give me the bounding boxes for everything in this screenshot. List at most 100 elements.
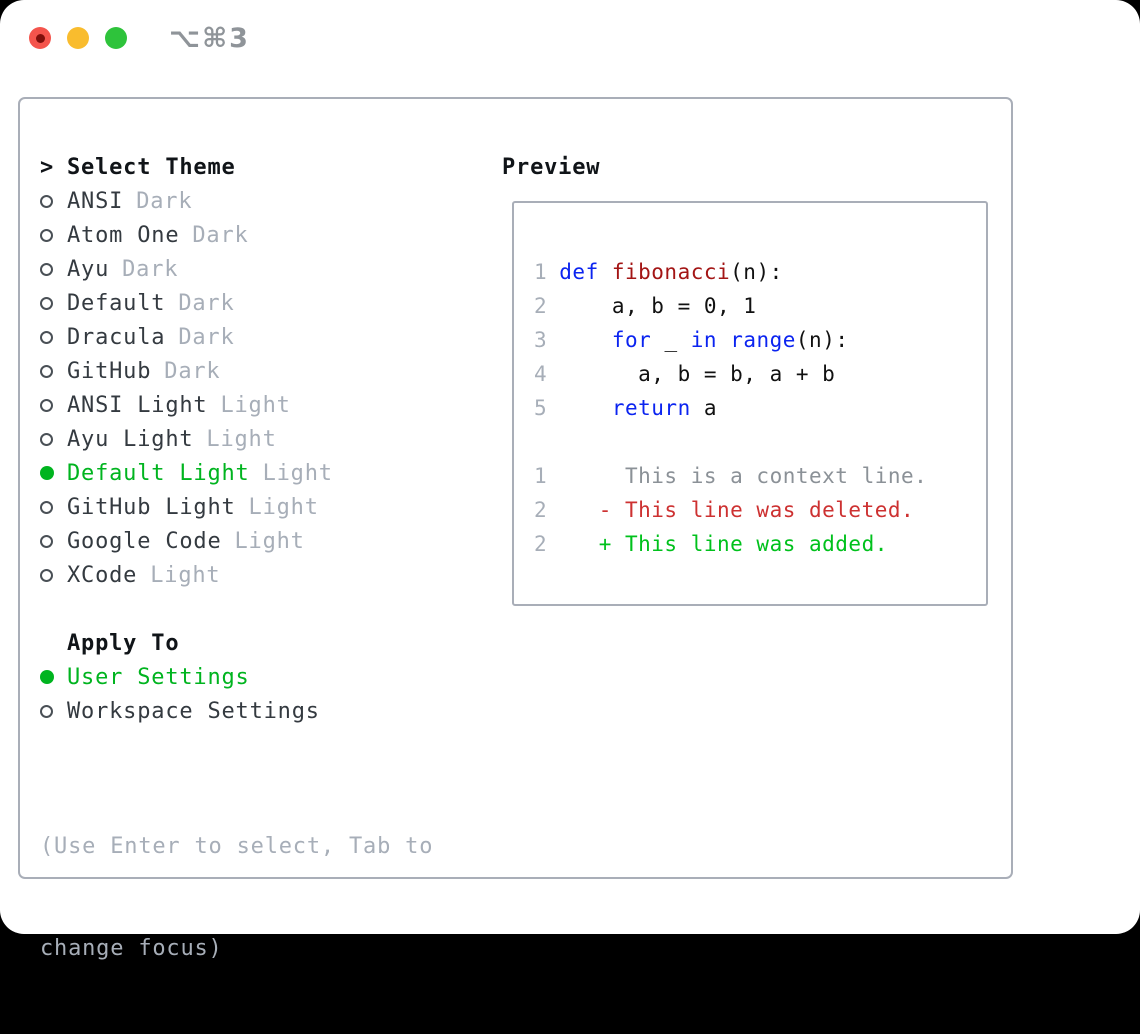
code-line: 1 This is a context line. bbox=[534, 459, 927, 493]
select-theme-title: Select Theme bbox=[67, 154, 236, 180]
code-segment-keyword: in bbox=[690, 328, 718, 352]
hint-line-2: change focus) bbox=[40, 936, 223, 961]
code-content: for _ in range(n): bbox=[559, 328, 848, 352]
code-segment-keyword: def bbox=[559, 260, 612, 284]
radio-unselected-icon bbox=[40, 194, 53, 208]
code-line: 5 return a bbox=[534, 391, 927, 425]
preview-title: Preview bbox=[502, 154, 601, 180]
variant-tag: Dark bbox=[178, 324, 235, 350]
apply-to-title: Apply To bbox=[67, 630, 180, 656]
option-label: User Settings bbox=[67, 664, 250, 690]
code-line: 2 a, b = 0, 1 bbox=[534, 289, 927, 323]
code-line: 3 for _ in range(n): bbox=[534, 323, 927, 357]
theme-option-ansi[interactable]: ANSI Dark bbox=[40, 184, 433, 218]
variant-tag: Light bbox=[234, 528, 305, 554]
theme-option-ayu[interactable]: Ayu Dark bbox=[40, 252, 433, 286]
code-segment-function: fibonacci bbox=[611, 260, 731, 284]
close-button[interactable] bbox=[29, 27, 51, 49]
radio-cell bbox=[40, 398, 67, 412]
radio-unselected-icon bbox=[40, 432, 53, 446]
code-line: 4 a, b = b, a + b bbox=[534, 357, 927, 391]
option-label: Dracula bbox=[67, 324, 166, 350]
code-segment-plain: a, b = b, a + b bbox=[559, 362, 836, 386]
line-number: 5 bbox=[534, 396, 548, 420]
code-segment-keyword: for bbox=[611, 328, 652, 352]
code-segment-plain: (n): bbox=[730, 260, 783, 284]
spacer bbox=[40, 728, 433, 762]
line-number: 1 bbox=[534, 464, 548, 488]
code-segment-added: + This line was added. bbox=[559, 532, 888, 556]
code-segment-plain: a, b = 0, 1 bbox=[559, 294, 757, 318]
radio-cell bbox=[40, 568, 67, 582]
line-number: 2 bbox=[534, 294, 548, 318]
spacer bbox=[40, 592, 433, 626]
code-segment-plain: _ bbox=[651, 328, 691, 352]
radio-unselected-icon bbox=[40, 500, 53, 514]
radio-cell bbox=[40, 262, 67, 276]
variant-tag: Light bbox=[220, 392, 291, 418]
theme-option-google-code[interactable]: Google Code Light bbox=[40, 524, 433, 558]
option-label: Google Code bbox=[67, 528, 222, 554]
apply-option-user-settings[interactable]: User Settings bbox=[40, 660, 433, 694]
code-segment-context: This is a context line. bbox=[559, 464, 928, 488]
theme-option-xcode[interactable]: XCode Light bbox=[40, 558, 433, 592]
apply-option-workspace-settings[interactable]: Workspace Settings bbox=[40, 694, 433, 728]
theme-option-dracula[interactable]: Dracula Dark bbox=[40, 320, 433, 354]
hint-line-1: (Use Enter to select, Tab to bbox=[40, 834, 434, 859]
line-number: 1 bbox=[534, 260, 548, 284]
radio-unselected-icon bbox=[40, 534, 53, 548]
variant-tag: Dark bbox=[122, 256, 179, 282]
radio-cell bbox=[40, 296, 67, 310]
code-segment-plain: a bbox=[690, 396, 718, 420]
code-content: This is a context line. bbox=[559, 464, 927, 488]
variant-tag: Dark bbox=[136, 188, 193, 214]
titlebar: ⌥⌘3 bbox=[0, 0, 1140, 97]
variant-tag: Dark bbox=[192, 222, 249, 248]
traffic-lights bbox=[29, 27, 127, 49]
code-content: + This line was added. bbox=[559, 532, 888, 556]
radio-unselected-icon bbox=[40, 568, 53, 582]
radio-cell bbox=[40, 364, 67, 378]
hint-text: (Use Enter to select, Tab to change focu… bbox=[40, 762, 433, 1034]
code-segment-plain: (n): bbox=[795, 328, 849, 352]
radio-unselected-icon bbox=[40, 262, 53, 276]
radio-unselected-icon bbox=[40, 296, 53, 310]
radio-selected-icon bbox=[40, 670, 54, 684]
select-theme-header: > Select Theme bbox=[40, 150, 433, 184]
window-shortcut-label: ⌥⌘3 bbox=[169, 23, 250, 54]
code-content: return a bbox=[559, 396, 717, 420]
option-label: Default Light bbox=[67, 460, 250, 486]
code-line: 2 + This line was added. bbox=[534, 527, 927, 561]
apply-to-header: Apply To bbox=[40, 626, 433, 660]
option-label: Ayu Light bbox=[67, 426, 194, 452]
code-content: a, b = b, a + b bbox=[559, 362, 835, 386]
code-content: def fibonacci(n): bbox=[559, 260, 782, 284]
option-label: ANSI bbox=[67, 188, 124, 214]
code-segment-keyword: return bbox=[611, 396, 691, 420]
code-segment-plain bbox=[559, 396, 612, 420]
line-number: 2 bbox=[534, 498, 548, 522]
option-label: Ayu bbox=[67, 256, 110, 282]
minimize-button[interactable] bbox=[67, 27, 89, 49]
maximize-button[interactable] bbox=[105, 27, 127, 49]
option-label: ANSI Light bbox=[67, 392, 208, 418]
variant-tag: Dark bbox=[178, 290, 235, 316]
radio-unselected-icon bbox=[40, 398, 53, 412]
theme-option-ansi-light[interactable]: ANSI Light Light bbox=[40, 388, 433, 422]
variant-tag: Light bbox=[150, 562, 221, 588]
option-label: XCode bbox=[67, 562, 138, 588]
code-segment-plain bbox=[717, 328, 730, 352]
radio-cell bbox=[40, 194, 67, 208]
option-label: GitHub bbox=[67, 358, 152, 384]
radio-cell bbox=[40, 534, 67, 548]
